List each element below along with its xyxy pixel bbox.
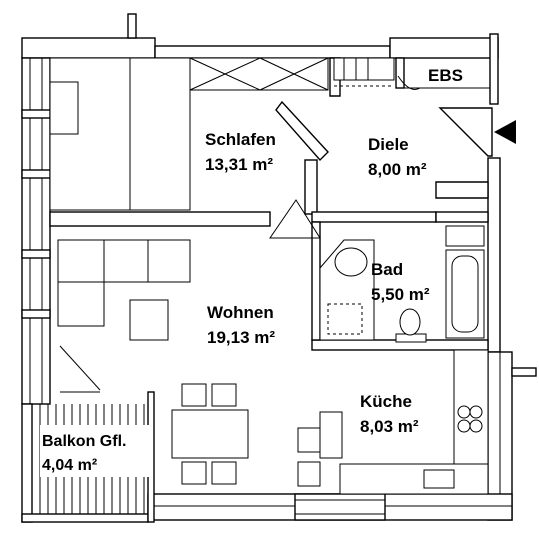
outer-walls [21,13,537,523]
room-balkon-name: Balkon Gfl. [42,433,126,450]
balkon-hatch [39,404,150,514]
dining-set [171,383,249,485]
room-wohnen-area: 19,13 m² [207,328,275,347]
room-diele-area: 8,00 m² [368,160,427,179]
room-kueche-area: 8,03 m² [360,417,419,436]
bad-fixtures [319,225,485,343]
room-diele-name: Diele [368,135,409,154]
inner-walls [49,57,490,351]
entrance-arrow-icon [494,120,516,144]
room-wohnen-name: Wohnen [207,303,274,322]
room-bad-area: 5,50 m² [371,285,430,304]
doors [59,75,421,393]
kueche-fixtures [297,349,489,495]
wohnen-furniture [57,239,191,341]
room-schlafen-name: Schlafen [205,130,276,149]
diele-area [333,57,516,199]
room-balkon-area: 4,04 m² [42,457,97,474]
room-bad-name: Bad [371,260,403,279]
schlafen-furniture [49,57,329,211]
room-kueche-name: Küche [360,392,412,411]
ebs-label: EBS [428,66,463,85]
room-schlafen-area: 13,31 m² [205,155,273,174]
